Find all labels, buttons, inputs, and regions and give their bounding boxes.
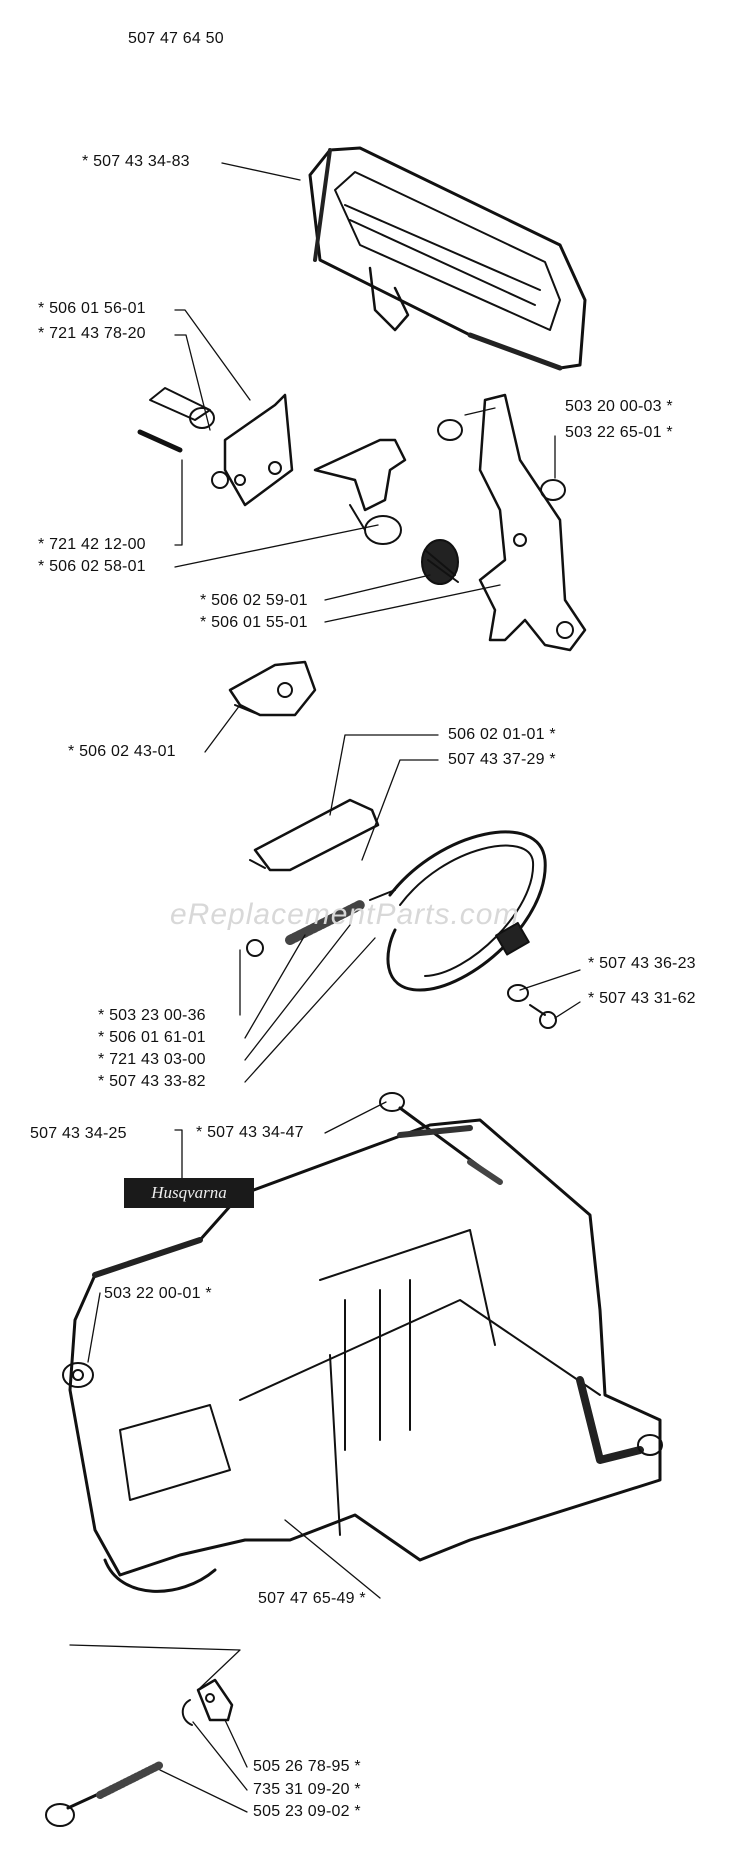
diagram-id: 507 47 64 50 (128, 30, 224, 47)
long-screw (379, 1092, 503, 1185)
part-label: * 507 43 34-47 (196, 1124, 304, 1141)
part-label: 507 43 34-25 (30, 1125, 127, 1142)
part-label: * 721 42 12-00 (38, 536, 146, 553)
pin-and-sleeve (137, 387, 215, 453)
part-label: * 506 01 55-01 (200, 614, 308, 631)
part-label: * 507 43 34-83 (82, 153, 190, 170)
part-label: 735 31 09-20 * (253, 1781, 361, 1798)
brand-plate: Husqvarna (124, 1178, 254, 1208)
brake-plate (437, 393, 587, 652)
band-washer-screw (507, 984, 557, 1029)
brake-cam (228, 660, 317, 717)
part-label: * 507 43 36-23 (588, 955, 696, 972)
part-label: 507 47 65-49 * (258, 1590, 366, 1607)
part-label: * 506 01 56-01 (38, 300, 146, 317)
circlip (181, 1699, 193, 1726)
part-label: * 721 43 03-00 (98, 1051, 206, 1068)
part-label: 505 23 09-02 * (253, 1803, 361, 1820)
part-label: * 506 02 43-01 (68, 743, 176, 760)
part-label: * 503 23 00-36 (98, 1007, 206, 1024)
brake-band (386, 830, 547, 992)
part-label: * 506 02 59-01 (200, 592, 308, 609)
brake-bracket (211, 393, 294, 507)
chain-brake-handle (308, 146, 587, 371)
part-label: 505 26 78-95 * (253, 1758, 361, 1775)
part-label: 503 20 00-03 * (565, 398, 673, 415)
part-label: * 506 02 58-01 (38, 558, 146, 575)
part-label: 506 02 01-01 * (448, 726, 556, 743)
part-label: * 506 01 61-01 (98, 1029, 206, 1046)
brake-spring (421, 539, 459, 585)
long-spring (246, 889, 396, 957)
part-label: * 721 43 78-20 (38, 325, 146, 342)
leader-lines (69, 162, 581, 1813)
part-label: 507 43 37-29 * (448, 751, 556, 768)
part-label: 503 22 00-01 * (104, 1285, 212, 1302)
part-label: * 507 43 31-62 (588, 990, 696, 1007)
part-label: * 507 43 33-82 (98, 1073, 206, 1090)
guide-plate (196, 1678, 234, 1722)
brake-lever (313, 438, 407, 545)
bar-bolt (45, 1761, 164, 1827)
spring-clip (249, 798, 380, 872)
clutch-cover (68, 1118, 663, 1593)
part-label: 503 22 65-01 * (565, 424, 673, 441)
cover-nut (62, 1362, 94, 1388)
